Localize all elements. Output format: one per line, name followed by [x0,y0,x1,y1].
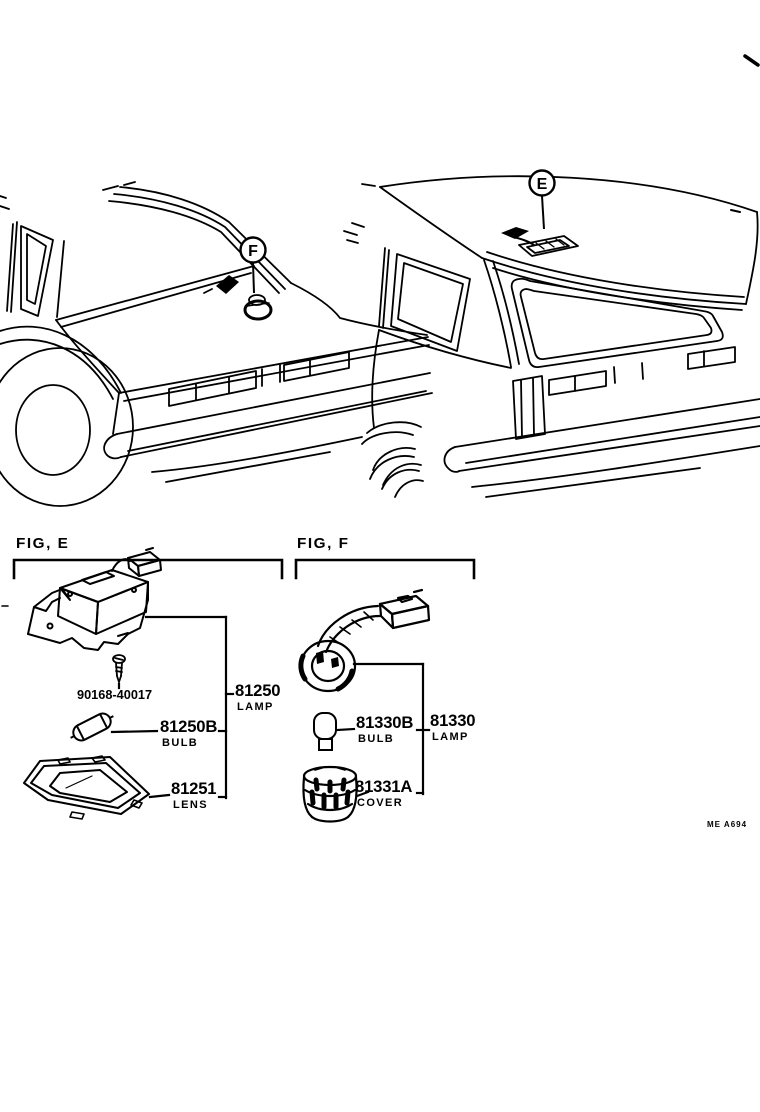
part-name-81331a: COVER [357,797,404,809]
screw-90168 [112,654,126,685]
sedan-shelf-lamp [203,275,273,321]
part-name-81250b: BULB [162,737,199,749]
part-name-81251: LENS [173,799,208,811]
callout-e-letter: E [537,176,548,193]
festoon-bulb [70,712,114,742]
wagon-roof-lamp [501,227,579,257]
part-number-81331a: 81331A [355,777,413,796]
part-number-81330: 81330 [430,711,476,730]
part-number-81251: 81251 [171,779,217,798]
fig-f-title: FIG, F [297,535,350,552]
part-number-81250b: 81250B [160,717,218,736]
fig-e-title: FIG, E [16,535,70,552]
page-code: ME A694 [707,820,748,829]
fig-f-part-lines [336,662,431,798]
wedge-bulb [313,712,337,751]
part-number-81250: 81250 [235,681,281,700]
part-name-81330: LAMP [432,731,469,743]
callout-f-circle [239,236,267,264]
fig-f-bracket [294,558,476,580]
callout-f-letter: F [248,243,258,260]
scan-marks [1,54,760,607]
wagon-rear-view [343,175,760,498]
part-number-81330b: 81330B [356,713,414,732]
callout-e-circle [528,169,556,197]
fig-e-bracket [12,558,284,580]
part-number-90168-40017: 90168-40017 [77,687,153,702]
callout-e: E [528,169,556,230]
fig-e-part-lines [110,615,235,800]
cover-81331a [302,765,358,823]
sedan-rear-view [0,181,433,507]
fig-f-socket-assembly [298,588,431,693]
callout-f: F [239,236,267,294]
lens-81251 [23,755,150,820]
fig-e-lamp-assembly [27,547,162,651]
part-name-81330b: BULB [358,733,395,745]
part-name-81250: LAMP [237,701,274,713]
